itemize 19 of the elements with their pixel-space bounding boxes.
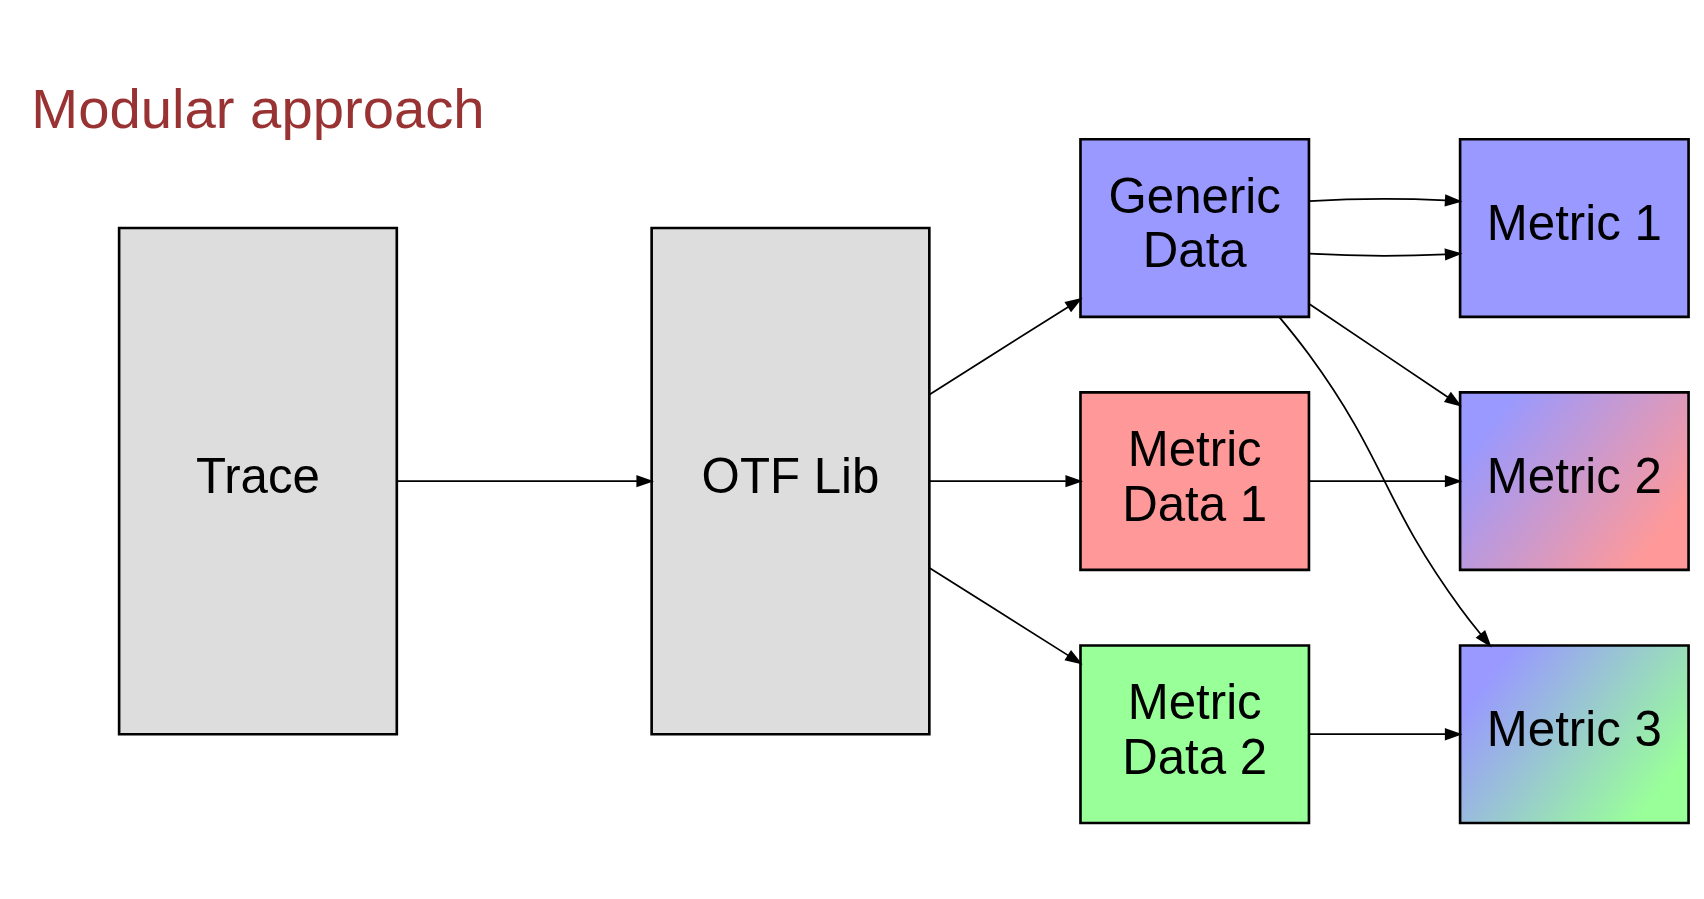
arrow bbox=[1278, 316, 1492, 648]
arrow bbox=[928, 297, 1083, 396]
label: Modular approach bbox=[31, 77, 485, 141]
node-box: Metric 3 bbox=[1458, 644, 1690, 825]
node-box: Trace bbox=[117, 226, 399, 736]
node-box: Metric Data 1 bbox=[1079, 391, 1311, 572]
arrow bbox=[1308, 474, 1463, 488]
arrow bbox=[1308, 728, 1463, 741]
node-box: Metric Data 2 bbox=[1079, 644, 1311, 825]
arrow bbox=[928, 567, 1083, 665]
node-box: Metric 1 bbox=[1458, 138, 1690, 319]
arrow bbox=[1308, 248, 1463, 261]
node-box: Metric 2 bbox=[1458, 391, 1690, 572]
arrow bbox=[396, 474, 654, 488]
node-box: Generic Data bbox=[1079, 138, 1311, 319]
arrow bbox=[928, 474, 1084, 488]
node-box: OTF Lib bbox=[650, 226, 931, 736]
arrow bbox=[1308, 194, 1463, 207]
arrow bbox=[1308, 303, 1463, 407]
